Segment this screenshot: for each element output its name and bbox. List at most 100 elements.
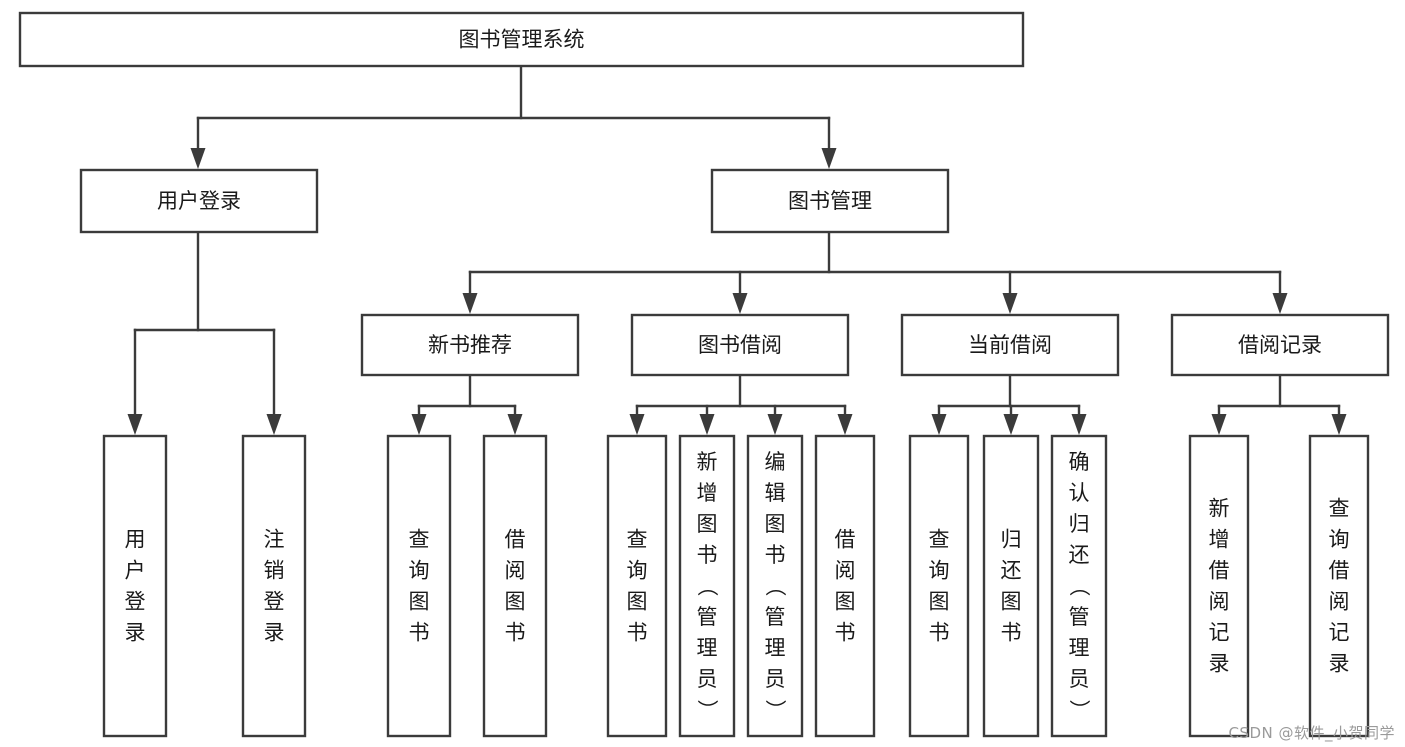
node-leaf-query-book-1-box[interactable]: [386, 434, 452, 738]
node-root[interactable]: 图书管理系统: [18, 11, 1025, 68]
node-leaf-borrow-book-1-label-char: 借: [505, 527, 526, 551]
node-leaf-return-book-label-char: 图: [1001, 589, 1022, 613]
node-borrow-record-label: 借阅记录: [1238, 333, 1322, 357]
connector-arrow-icon: [266, 414, 282, 435]
node-leaf-return-book-box[interactable]: [982, 434, 1040, 738]
connector-current-borrow-stem: [931, 373, 1087, 435]
node-leaf-add-book-box[interactable]: [678, 434, 736, 738]
node-leaf-user-login-label-char: 用: [125, 527, 146, 551]
node-leaf-return-book-label-char: 还: [1001, 558, 1022, 582]
node-new-book-recommend-box[interactable]: [360, 313, 580, 377]
connector-arrow-icon: [732, 293, 748, 314]
connector-arrow-icon: [821, 148, 837, 169]
node-leaf-edit-book-label-char: 图: [765, 512, 786, 536]
node-leaf-user-login-label-char: 登: [125, 589, 146, 613]
node-leaf-borrow-book-1-box[interactable]: [482, 434, 548, 738]
node-leaf-add-book-label-char: 管: [697, 605, 718, 629]
connector-arrow-icon: [1071, 414, 1087, 435]
node-leaf-add-record-label-char: 记: [1209, 620, 1230, 644]
node-leaf-confirm-return-box[interactable]: [1050, 434, 1108, 738]
node-leaf-user-logout-label-char: 销: [264, 558, 285, 582]
node-leaf-query-book-2-label-char: 书: [627, 620, 648, 644]
connector-user-login-stem: [127, 230, 282, 435]
node-leaf-confirm-return-label-char: （: [1067, 575, 1091, 596]
node-leaf-query-book-1-label-char: 书: [409, 620, 430, 644]
connector-arrow-icon: [462, 293, 478, 314]
node-leaf-query-book-2-box[interactable]: [606, 434, 668, 738]
node-user-login-box[interactable]: [79, 168, 319, 234]
node-leaf-confirm-return-label-char: 还: [1069, 543, 1090, 567]
node-leaf-user-logout-label-char: 登: [264, 589, 285, 613]
node-new-book-recommend-label: 新书推荐: [428, 333, 512, 357]
node-book-borrow[interactable]: 图书借阅: [630, 313, 850, 377]
node-book-manage-box[interactable]: [710, 168, 950, 234]
connector-arrow-icon: [127, 414, 143, 435]
node-leaf-add-record-box[interactable]: [1188, 434, 1250, 738]
connector-book-manage-stem: [462, 230, 1288, 314]
connector-arrow-icon: [190, 148, 206, 169]
node-leaf-query-record-label-char: 询: [1329, 527, 1350, 551]
node-leaf-query-record-label-char: 阅: [1329, 589, 1350, 613]
node-leaf-borrow-book-2-label-char: 借: [835, 527, 856, 551]
node-leaf-edit-book-label-char: 管: [765, 605, 786, 629]
node-borrow-record[interactable]: 借阅记录: [1170, 313, 1390, 377]
node-leaf-add-book-label-char: （: [695, 575, 719, 596]
node-leaf-user-logout-label-char: 注: [264, 527, 285, 551]
node-leaf-user-login-label-char: 户: [125, 558, 146, 582]
node-leaf-borrow-book-2-box[interactable]: [814, 434, 876, 738]
node-leaf-confirm-return-label-char: 员: [1069, 667, 1090, 691]
node-leaf-query-book-3-label-char: 询: [929, 558, 950, 582]
node-leaf-user-logout-label-char: 录: [264, 620, 285, 644]
node-leaf-add-record-label-char: 增: [1209, 527, 1230, 551]
node-root-label: 图书管理系统: [459, 28, 585, 52]
node-leaf-query-book-1-label-char: 询: [409, 558, 430, 582]
node-leaf-user-login[interactable]: 用户登录: [102, 434, 168, 738]
connector-book-borrow-stem: [629, 373, 853, 435]
node-leaf-confirm-return-label-char: 归: [1069, 512, 1090, 536]
node-borrow-record-box[interactable]: [1170, 313, 1390, 377]
node-current-borrow[interactable]: 当前借阅: [900, 313, 1120, 377]
node-leaf-query-book-3-box[interactable]: [908, 434, 970, 738]
node-book-borrow-box[interactable]: [630, 313, 850, 377]
node-new-book-recommend[interactable]: 新书推荐: [360, 313, 580, 377]
node-leaf-borrow-book-2-label-char: 书: [835, 620, 856, 644]
node-user-login[interactable]: 用户登录: [79, 168, 319, 234]
node-root-box[interactable]: [18, 11, 1025, 68]
node-leaf-query-record-label-char: 查: [1329, 496, 1350, 520]
node-leaf-return-book-label-char: 书: [1001, 620, 1022, 644]
node-leaf-add-record-label-char: 阅: [1209, 589, 1230, 613]
node-leaf-edit-book-label-char: 理: [765, 636, 786, 660]
node-leaf-add-book-label-char: 员: [697, 667, 718, 691]
node-book-manage[interactable]: 图书管理: [710, 168, 950, 234]
node-leaf-borrow-book-2-label-char: 阅: [835, 558, 856, 582]
node-leaf-add-book-label-char: 书: [697, 543, 718, 567]
node-leaf-user-login-label-char: 录: [125, 620, 146, 644]
node-leaf-user-login-box[interactable]: [102, 434, 168, 738]
connector-root-stem: [190, 64, 837, 169]
connector-borrow-record-stem: [1211, 373, 1347, 435]
node-leaf-edit-book-box[interactable]: [746, 434, 804, 738]
node-leaf-borrow-book-1-label-char: 阅: [505, 558, 526, 582]
node-leaf-confirm-return-label-char: 管: [1069, 605, 1090, 629]
connector-arrow-icon: [1002, 293, 1018, 314]
node-leaf-edit-book-label-char: （: [763, 575, 787, 596]
node-leaf-user-logout-box[interactable]: [241, 434, 307, 738]
node-leaf-query-book-3-label-char: 书: [929, 620, 950, 644]
node-current-borrow-label: 当前借阅: [968, 333, 1052, 357]
node-leaf-query-record-box[interactable]: [1308, 434, 1370, 738]
connector-arrow-icon: [411, 414, 427, 435]
node-current-borrow-box[interactable]: [900, 313, 1120, 377]
node-leaf-add-book-label-char: 增: [697, 481, 718, 505]
